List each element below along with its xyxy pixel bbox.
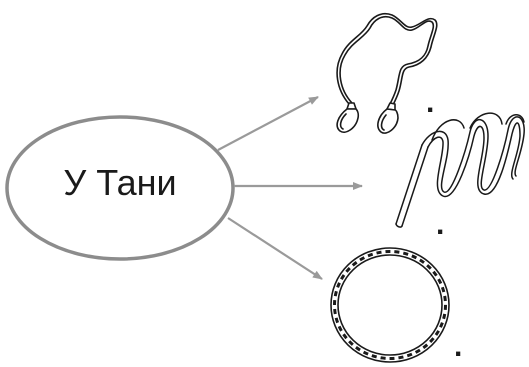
jump-rope-marker: .	[426, 86, 434, 119]
slinky-spring-icon	[395, 112, 525, 228]
center-label: У Тани	[63, 162, 177, 203]
hoop-marker: .	[454, 330, 462, 363]
center-ellipse	[5, 115, 235, 261]
arrow-to-hoop	[227, 217, 323, 280]
jump-rope-icon	[336, 12, 438, 134]
arrow-to-jump-rope	[217, 96, 319, 151]
spring-marker: .	[436, 208, 444, 241]
hoop-icon	[330, 247, 450, 363]
